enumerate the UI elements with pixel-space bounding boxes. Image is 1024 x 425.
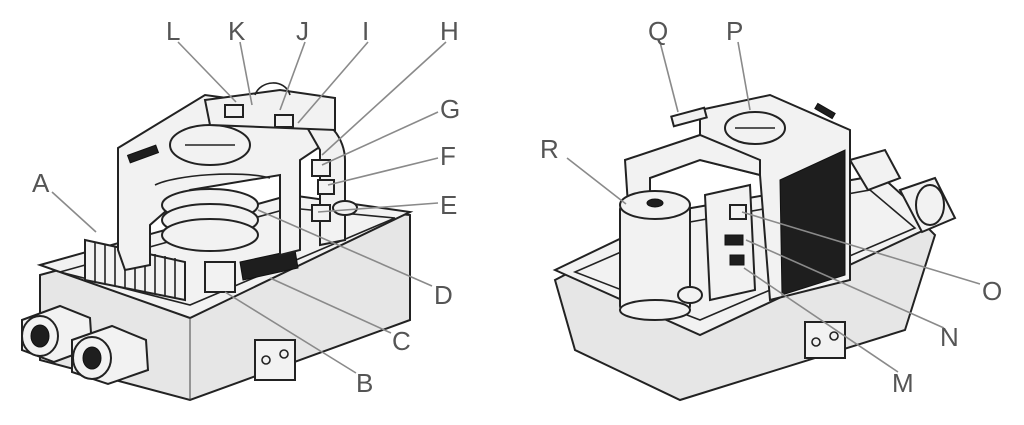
label-a: A — [32, 168, 50, 198]
leader-n — [745, 239, 945, 329]
label-m: M — [892, 368, 914, 398]
label-g: G — [440, 94, 460, 124]
leader-d — [257, 209, 433, 287]
leader-q — [659, 41, 679, 113]
right-actuator-unit — [552, 93, 957, 402]
leader-g — [321, 111, 439, 166]
left-cable-glands — [21, 304, 150, 386]
leader-h — [321, 41, 447, 156]
label-p: P — [726, 16, 743, 46]
leader-e — [317, 202, 439, 213]
leader-l — [177, 41, 237, 103]
label-h: H — [440, 16, 459, 46]
label-j: J — [296, 16, 309, 46]
leader-r — [566, 157, 627, 205]
right-mount-block — [804, 321, 846, 359]
leader-a — [51, 191, 97, 233]
terminal-strip — [84, 238, 186, 302]
leader-o — [741, 211, 981, 285]
leader-p — [737, 41, 751, 111]
leader-k — [239, 41, 253, 106]
label-d: D — [434, 280, 453, 310]
label-o: O — [982, 276, 1002, 306]
callout-labels: A B C D E F G H I J K L M N O P Q R — [32, 16, 1002, 398]
label-c: C — [392, 326, 411, 356]
cooling-fins — [779, 149, 846, 296]
left-actuator-unit — [21, 82, 414, 402]
label-e: E — [440, 190, 457, 220]
label-l: L — [166, 16, 180, 46]
connector-b — [204, 261, 236, 293]
label-n: N — [940, 322, 959, 352]
leader-j — [279, 41, 306, 111]
leader-m — [743, 267, 899, 373]
leader-f — [327, 157, 439, 186]
label-i: I — [362, 16, 369, 46]
leader-c — [269, 277, 392, 334]
label-q: Q — [648, 16, 668, 46]
leader-lines — [51, 41, 981, 374]
label-b: B — [356, 368, 373, 398]
left-mount-block — [254, 339, 296, 381]
label-r: R — [540, 134, 559, 164]
label-f: F — [440, 141, 456, 171]
connector-c — [239, 249, 299, 281]
leader-i — [297, 41, 369, 124]
leader-b — [224, 291, 357, 374]
label-k: K — [228, 16, 246, 46]
